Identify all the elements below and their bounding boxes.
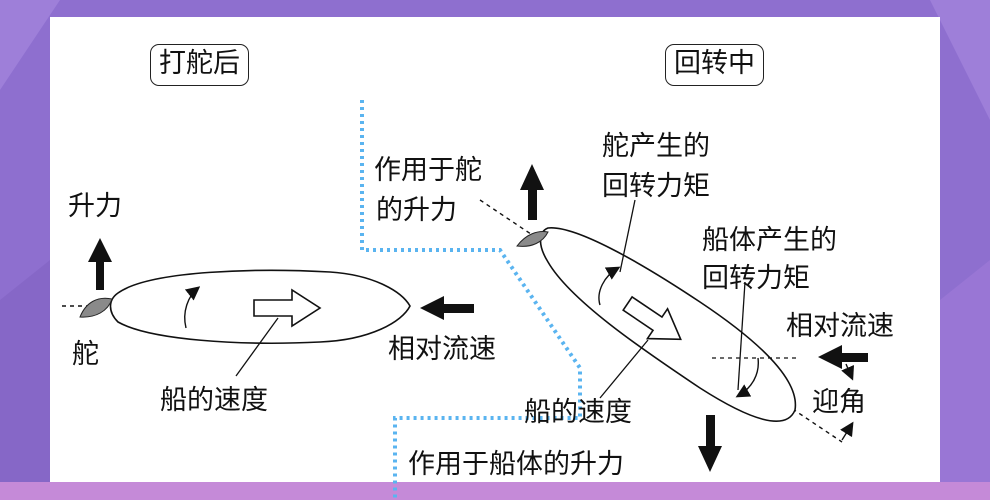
right-relative-flow-label: 相对流速 <box>786 311 894 342</box>
right-rudder-moment-label-line2: 回转力矩 <box>602 171 710 202</box>
right-ship-velocity-arrow-icon <box>622 295 682 341</box>
left-ship-velocity-arrow-icon <box>253 288 322 328</box>
right-speed-pointer <box>599 339 649 399</box>
right-hull-moment-arc-icon <box>735 357 759 398</box>
right-rudder-icon <box>516 231 549 247</box>
left-section-title: 打舵后 <box>150 44 249 86</box>
left-relative-flow-arrow-icon <box>420 296 474 320</box>
right-rudder-force-label-line1: 作用于舵 <box>374 155 482 186</box>
right-ship-speed-label: 船的速度 <box>524 397 632 428</box>
right-rudder-moment-arc-icon <box>598 266 621 306</box>
right-hull-force-label: 作用于船体的升力 <box>408 449 624 480</box>
right-attack-angle-label: 迎角 <box>812 387 866 418</box>
section-divider <box>360 100 582 500</box>
left-lift-label: 升力 <box>68 191 122 222</box>
right-rudder-lift-arrow-icon <box>520 164 544 220</box>
left-rudder-icon <box>79 297 113 318</box>
right-rudder-moment-label-line1: 舵产生的 <box>602 131 710 162</box>
right-hull-moment-label-line1: 船体产生的 <box>702 225 837 256</box>
left-relative-flow-label: 相对流速 <box>388 334 496 365</box>
left-rotation-arc-icon <box>184 286 201 329</box>
left-lift-arrow-icon <box>88 238 112 290</box>
left-speed-pointer <box>235 317 279 377</box>
right-section-title: 回转中 <box>665 44 764 86</box>
right-relative-flow-arrow-icon <box>818 345 868 369</box>
right-rudder-force-label-line2: 的升力 <box>376 195 457 226</box>
left-rudder-label: 舵 <box>72 339 99 370</box>
right-hull-lift-arrow-icon <box>698 415 722 472</box>
left-ship-speed-label: 船的速度 <box>160 385 268 416</box>
right-attack-angle-arc-bottom-icon <box>840 421 854 441</box>
right-hull-moment-label-line2: 回转力矩 <box>702 263 810 294</box>
right-attack-angle-arc-top-icon <box>841 363 855 381</box>
right-rudder-moment-pointer <box>619 199 636 273</box>
right-hull-moment-pointer <box>737 281 746 391</box>
